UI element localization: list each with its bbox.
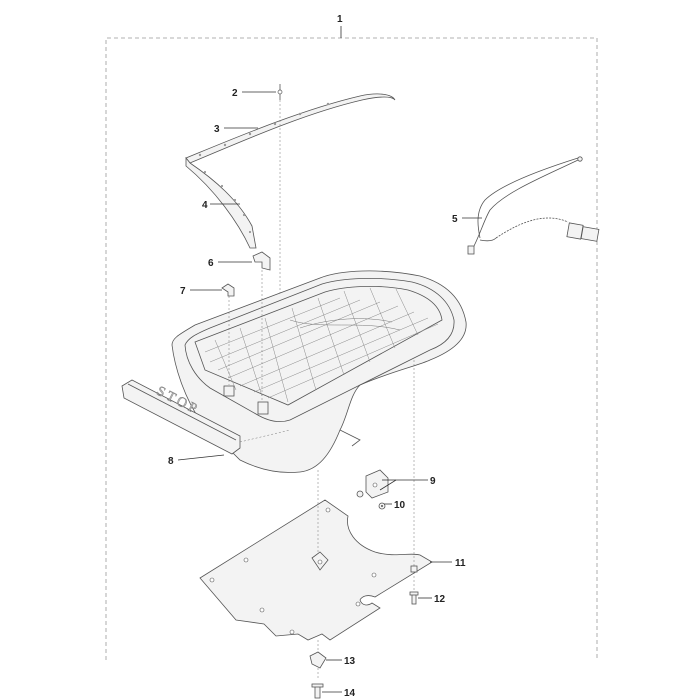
upper-trim-strip bbox=[185, 93, 396, 164]
clip-small bbox=[221, 283, 235, 397]
callout-1: 1 bbox=[337, 14, 343, 25]
callout-14: 14 bbox=[344, 688, 356, 699]
callout-5: 5 bbox=[452, 214, 458, 225]
pin bbox=[277, 84, 283, 300]
callout-10: 10 bbox=[394, 500, 406, 511]
nut bbox=[378, 502, 386, 510]
callout-2: 2 bbox=[232, 88, 238, 99]
assembly-boundary bbox=[105, 26, 598, 660]
cable-harness bbox=[467, 156, 600, 255]
callout-6: 6 bbox=[208, 258, 214, 269]
bracket bbox=[356, 469, 389, 499]
callout-labels: 1 2 3 4 5 6 7 8 9 10 11 12 13 14 bbox=[168, 14, 466, 699]
screw-12 bbox=[409, 360, 419, 605]
callout-11: 11 bbox=[455, 558, 466, 569]
callout-leaders bbox=[177, 91, 482, 693]
base-plate bbox=[199, 429, 433, 641]
body-shell bbox=[171, 270, 467, 473]
callout-8: 8 bbox=[168, 456, 174, 467]
clip-13 bbox=[309, 640, 327, 680]
screw-14 bbox=[311, 683, 324, 699]
callout-12: 12 bbox=[434, 594, 446, 605]
side-trim-strip bbox=[185, 156, 257, 249]
callout-9: 9 bbox=[430, 476, 436, 487]
callout-7: 7 bbox=[180, 286, 186, 297]
clip-large bbox=[252, 251, 271, 415]
callout-4: 4 bbox=[202, 200, 208, 211]
callout-13: 13 bbox=[344, 656, 356, 667]
callout-3: 3 bbox=[214, 124, 220, 135]
